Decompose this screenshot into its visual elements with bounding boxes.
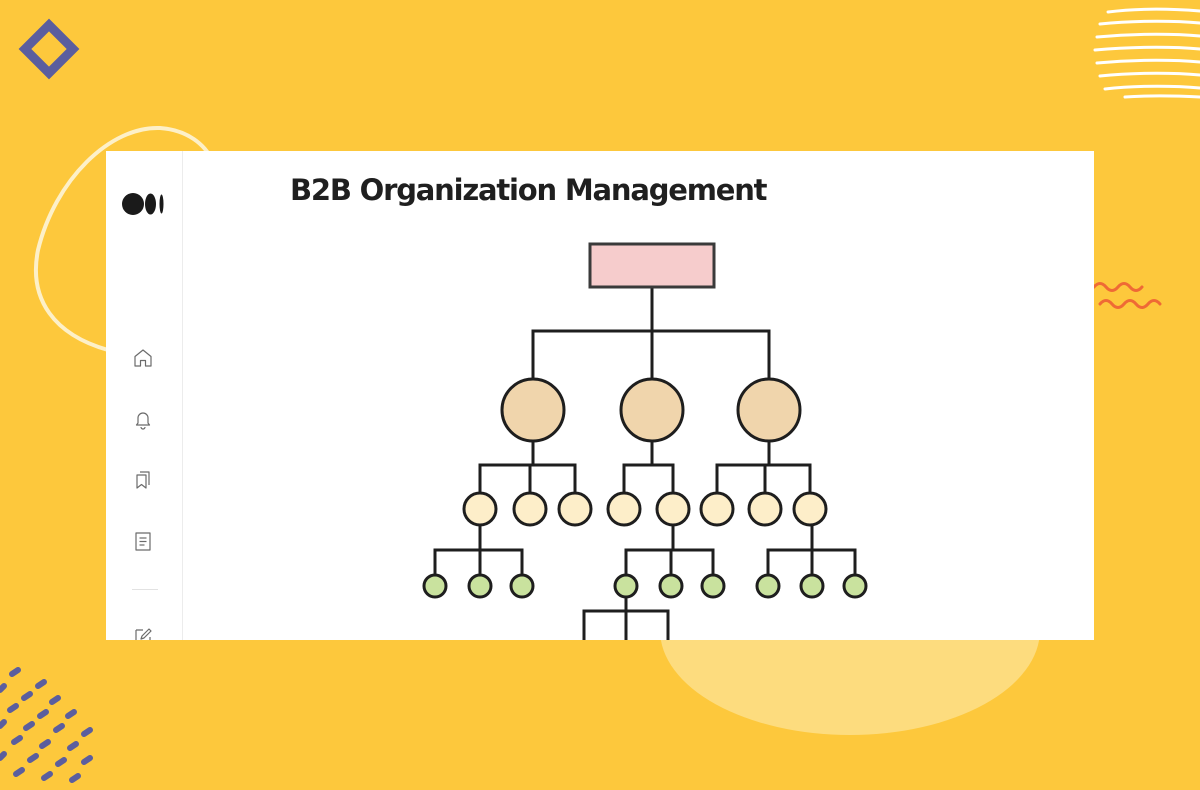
- org-node: [467, 573, 493, 599]
- bell-icon: [135, 412, 151, 430]
- org-level-2-nodes: [462, 491, 828, 527]
- org-node: [512, 491, 548, 527]
- org-node: [655, 491, 691, 527]
- bookmarks-icon: [136, 471, 150, 489]
- org-node: [422, 573, 448, 599]
- sidebar-item-write[interactable]: [130, 623, 156, 640]
- sidebar-divider: [132, 589, 158, 590]
- org-node: [509, 573, 535, 599]
- decorative-white-stripes: [1093, 7, 1200, 99]
- diamond-icon: [18, 18, 80, 80]
- org-node: [613, 573, 639, 599]
- decorative-purple-dots: [0, 667, 93, 783]
- org-chart-connectors: [433, 285, 857, 640]
- sidebar-item-lists[interactable]: [130, 467, 156, 493]
- sidebar-item-stories[interactable]: [130, 528, 156, 554]
- org-root-node: [588, 242, 716, 289]
- article-title: B2B Organization Management: [290, 173, 768, 207]
- org-node: [792, 491, 828, 527]
- document-icon: [135, 532, 151, 551]
- org-node: [606, 491, 642, 527]
- org-level-1-nodes: [500, 377, 802, 443]
- sidebar-item-home[interactable]: [130, 345, 156, 371]
- org-node: [747, 491, 783, 527]
- sidebar: [106, 151, 183, 640]
- sidebar-item-notifications[interactable]: [130, 406, 156, 432]
- org-level-3-nodes: [422, 573, 868, 599]
- org-node: [755, 573, 781, 599]
- org-node: [557, 491, 593, 527]
- org-node: [799, 573, 825, 599]
- app-window: B2B Organization Management: [106, 151, 1094, 640]
- org-node: [842, 573, 868, 599]
- decorative-loop-outline: [33, 125, 214, 352]
- decorative-orange-waves: [1092, 282, 1162, 309]
- org-node: [736, 377, 802, 443]
- medium-logo[interactable]: [122, 193, 166, 215]
- org-node: [462, 491, 498, 527]
- org-node: [700, 573, 726, 599]
- org-node: [500, 377, 566, 443]
- org-chart-illustration: [422, 242, 868, 640]
- org-node: [619, 377, 685, 443]
- edit-icon: [135, 628, 152, 640]
- org-node: [658, 573, 684, 599]
- org-node: [699, 491, 735, 527]
- home-icon: [134, 349, 152, 367]
